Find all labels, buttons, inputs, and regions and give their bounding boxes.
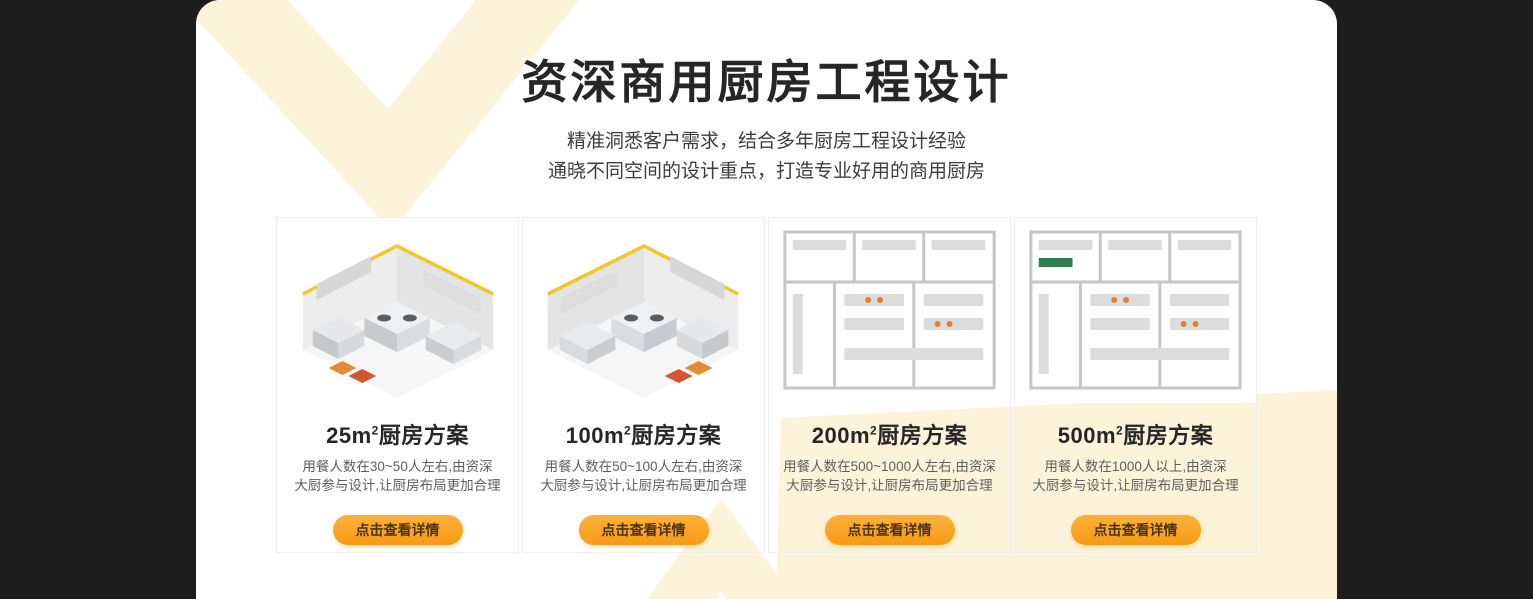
kitchen-design-section: 资深商用厨房工程设计 精准洞悉客户需求，结合多年厨房工程设计经验 通晓不同空间的… xyxy=(196,0,1337,553)
plan-card-desc-line-1: 用餐人数在30~50人左右,由资深 xyxy=(302,458,493,474)
plan-card-title-area: 200m xyxy=(811,422,871,448)
view-details-button-200m2[interactable]: 点击查看详情 xyxy=(824,514,955,545)
plan-cards-row: 25m2厨房方案 用餐人数在30~50人左右,由资深大厨参与设计,让厨房布局更加… xyxy=(196,216,1337,553)
plan-card-200m2: 200m2厨房方案 用餐人数在500~1000人左右,由资深大厨参与设计,让厨房… xyxy=(768,216,1011,553)
plan-card-description: 用餐人数在30~50人左右,由资深大厨参与设计,让厨房布局更加合理 xyxy=(294,457,500,495)
view-details-button-500m2[interactable]: 点击查看详情 xyxy=(1070,514,1201,545)
plan-card-desc-line-1: 用餐人数在50~100人左右,由资深 xyxy=(544,458,743,474)
plan-card-title-area: 100m xyxy=(565,422,625,448)
plan-card-desc-line-2: 大厨参与设计,让厨房布局更加合理 xyxy=(540,477,747,493)
plan-card-title-area: 25m xyxy=(326,422,372,448)
plan-card-500m2: 500m2厨房方案 用餐人数在1000人以上,由资深大厨参与设计,让厨房布局更加… xyxy=(1014,216,1257,553)
content-panel: 资深商用厨房工程设计 精准洞悉客户需求，结合多年厨房工程设计经验 通晓不同空间的… xyxy=(196,0,1337,599)
subtitle-line-1: 精准洞悉客户需求，结合多年厨房工程设计经验 xyxy=(566,130,966,152)
page-title: 资深商用厨房工程设计 xyxy=(521,56,1012,108)
view-details-button-25m2[interactable]: 点击查看详情 xyxy=(332,514,463,545)
plan-card-title-suffix: 厨房方案 xyxy=(877,422,968,448)
plan-card-100m2: 100m2厨房方案 用餐人数在50~100人左右,由资深大厨参与设计,让厨房布局… xyxy=(522,216,765,553)
plan-card-title: 100m2厨房方案 xyxy=(566,418,721,450)
plan-card-title: 500m2厨房方案 xyxy=(1058,418,1213,450)
plan-card-desc-line-2: 大厨参与设计,让厨房布局更加合理 xyxy=(294,477,501,493)
plan-card-desc-line-1: 用餐人数在500~1000人左右,由资深 xyxy=(783,458,996,474)
plan-card-desc-line-2: 大厨参与设计,让厨房布局更加合理 xyxy=(786,477,993,493)
plan-card-title: 200m2厨房方案 xyxy=(812,418,967,450)
plan-card-25m2: 25m2厨房方案 用餐人数在30~50人左右,由资深大厨参与设计,让厨房布局更加… xyxy=(276,216,519,553)
subtitle-line-2: 通晓不同空间的设计重点，打造专业好用的商用厨房 xyxy=(547,160,985,182)
plan-card-title-suffix: 厨房方案 xyxy=(631,422,722,448)
plan-card-title-suffix: 厨房方案 xyxy=(378,422,469,448)
kitchen-render-image-500m2 xyxy=(1015,217,1256,403)
plan-card-title-area: 500m xyxy=(1057,422,1117,448)
kitchen-render-image-200m2 xyxy=(769,217,1010,403)
kitchen-render-image-25m2 xyxy=(277,217,518,403)
plan-card-title-sup: 2 xyxy=(624,423,632,438)
plan-card-title-suffix: 厨房方案 xyxy=(1123,422,1214,448)
plan-card-description: 用餐人数在50~100人左右,由资深大厨参与设计,让厨房布局更加合理 xyxy=(540,457,746,495)
plan-card-desc-line-1: 用餐人数在1000人以上,由资深 xyxy=(1044,458,1227,474)
plan-card-description: 用餐人数在500~1000人左右,由资深大厨参与设计,让厨房布局更加合理 xyxy=(783,457,996,495)
kitchen-render-image-100m2 xyxy=(523,217,764,403)
page-subtitle: 精准洞悉客户需求，结合多年厨房工程设计经验 通晓不同空间的设计重点，打造专业好用… xyxy=(196,127,1337,187)
plan-card-description: 用餐人数在1000人以上,由资深大厨参与设计,让厨房布局更加合理 xyxy=(1032,457,1238,495)
plan-card-title: 25m2厨房方案 xyxy=(326,418,469,450)
plan-card-desc-line-2: 大厨参与设计,让厨房布局更加合理 xyxy=(1032,477,1239,493)
view-details-button-100m2[interactable]: 点击查看详情 xyxy=(578,514,709,545)
plan-card-title-sup: 2 xyxy=(371,423,379,438)
